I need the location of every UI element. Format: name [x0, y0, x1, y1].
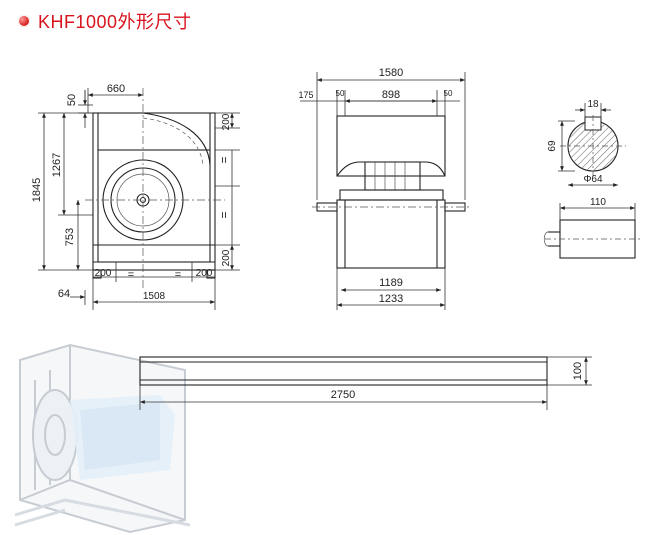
dim-rail-100: 100: [572, 362, 584, 380]
dim-left-50: 50: [336, 89, 345, 98]
title-row: KHF1000外形尺寸: [18, 8, 192, 34]
dim-mid-898: 898: [382, 89, 400, 101]
dim-inner-1189: 1189: [379, 277, 403, 289]
eq-mark-2: =: [217, 211, 231, 218]
dim-height-753: 753: [64, 228, 76, 246]
dim-bottom-200-right: 200: [196, 268, 213, 279]
dim-top-50: 50: [66, 94, 78, 106]
bullet-icon: [18, 15, 30, 27]
page-title: KHF1000外形尺寸: [38, 12, 192, 32]
dim-bottom-200-left: 200: [95, 268, 112, 279]
dim-height-1267: 1267: [51, 153, 63, 177]
dim-length-110: 110: [590, 197, 606, 208]
eq-mark-4: =: [175, 269, 181, 281]
dim-right-200-top: 200: [221, 113, 232, 130]
dim-right-50: 50: [444, 89, 453, 98]
dim-total-1580: 1580: [379, 67, 403, 79]
shaft-detail: 18 69 Φ64 110: [543, 99, 640, 259]
dim-diameter-64: Φ64: [583, 174, 603, 185]
dim-left-64: 64: [58, 288, 70, 300]
dim-width-660: 660: [107, 83, 125, 95]
dim-left-175: 175: [298, 90, 313, 100]
front-view: 50 660 1845 1267 753 200 = = 200: [31, 83, 240, 310]
dim-width-1508: 1508: [143, 291, 166, 302]
eq-mark-1: =: [217, 156, 231, 163]
eq-mark-3: =: [128, 269, 134, 281]
side-view: 1580 175 50 898 50 1189 1233: [298, 67, 470, 310]
dim-height-1845: 1845: [31, 178, 43, 202]
rail-view: 100 2750: [139, 356, 592, 410]
dim-height-69: 69: [547, 140, 558, 152]
dim-outer-1233: 1233: [379, 293, 403, 305]
dim-rail-2750: 2750: [331, 389, 355, 401]
dim-key-18: 18: [587, 99, 599, 110]
dim-right-200-bottom: 200: [221, 249, 232, 266]
fan-photo: [14, 343, 191, 534]
